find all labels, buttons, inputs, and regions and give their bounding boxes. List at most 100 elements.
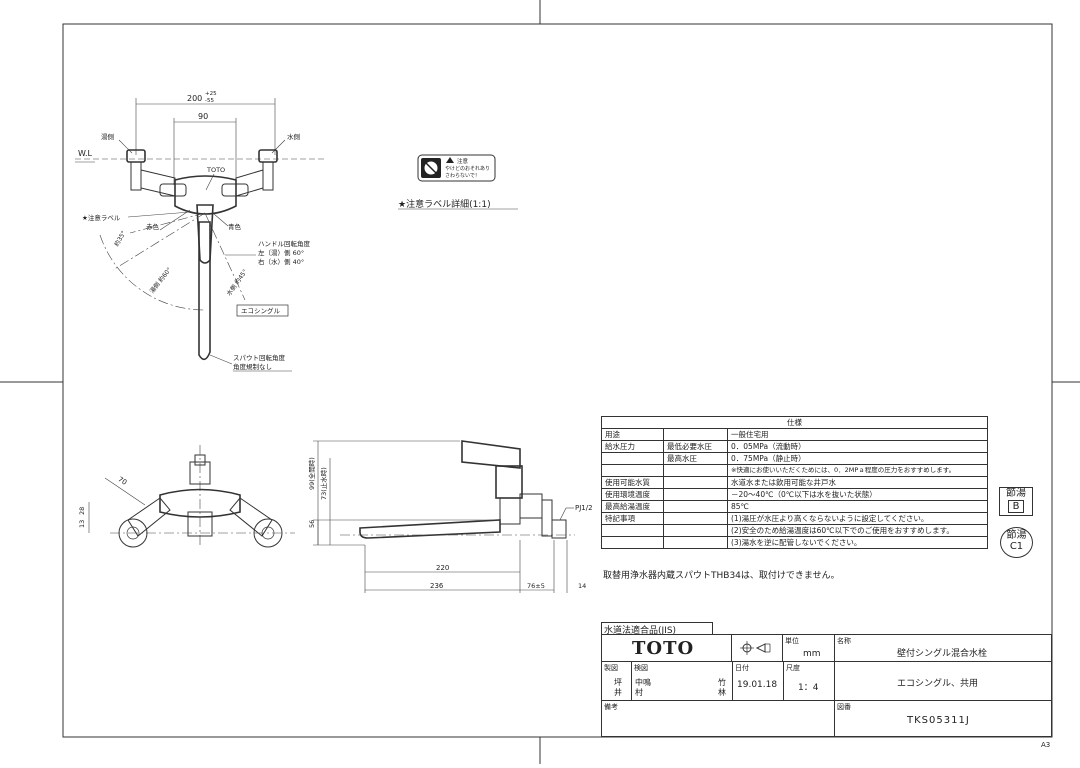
spec-cell-c2 [663,488,728,501]
spec-header: 仕様 [601,416,988,429]
angle-35: 約35° [112,229,127,247]
cold-elbow-shank [262,161,274,191]
spout-note: 取替用浄水器内蔵スパウトTHB34は、取付けできません。 [603,571,840,581]
cold-nut [221,183,249,197]
drawing-no-label: 図番 [837,703,851,711]
spec-cell-c3: (1)湯圧が水圧より高くならないように設定してください。 [727,512,988,525]
remarks-cell: 備考 [601,700,835,737]
checked-name-1: 中鳴 [635,678,651,687]
spout [198,221,211,361]
spec-cell-c3: 一般住宅用 [727,428,988,441]
spec-row: 最高給湯温度 85℃ [601,500,988,513]
spec-cell-c3: 0．05MPa（流動時） [727,440,988,453]
spec-row: 特記事項(1)湯圧が水圧より高くならないように設定してください。 [601,512,988,525]
wl-label: W.L [78,149,93,158]
unit-cell: 単位 mm [782,634,835,662]
side-spout [359,519,501,539]
dim-14: 14 [578,582,586,590]
cold-side-label: 水側 [287,132,301,141]
spec-cell-c2 [663,464,728,477]
spec-cell-c1 [601,452,664,465]
spout-rotation-2: 角度規制なし [233,362,272,371]
label-line2: やけどのおそれあり [445,165,490,172]
dim-200: 200 [187,94,202,103]
dim-200-tol-top: +25 [205,91,217,97]
label-line3: さわらないで！ [445,172,480,179]
dim-200-tol-bottom: -55 [205,98,214,104]
checked-cell: 検図 中鳴 村 竹 林 [631,661,733,701]
side-body [495,465,523,499]
spout-rotation-1: スパウト回転角度 [233,353,286,362]
side-wall-fitting [541,499,553,537]
spec-cell-c1 [601,536,664,549]
spec-cell-c3: ※快適にお使いいただくためには、0．2MPａ程度の圧力をおすすめします。 [727,464,988,477]
scale-cell: 尺度 1：4 [783,661,835,701]
toto-leader [205,173,215,191]
name-label: 名称 [837,637,851,645]
projection-symbol-icon [740,641,771,655]
brand-cell: TOTO [601,634,732,662]
hot-side-label: 湯側 [101,132,115,141]
spec-cell-c2 [663,524,728,537]
product-name: 壁付シングル混合水栓 [897,649,988,659]
hot-elbow-shank [130,161,142,191]
stamp-b-line1: 節湯 [1006,488,1026,499]
label-detail-title: ★注意ラベル詳細(1:1) [398,198,491,210]
spec-cell-c1: 最高給湯温度 [601,500,664,513]
scale-label: 尺度 [786,664,800,672]
spec-cell-c3: 85℃ [727,500,988,513]
spec-row: 使用可能水質水道水または飲用可能な井戸水 [601,476,988,489]
drawing-no-cell: 図番 TKS05311J [834,700,1052,737]
red-label: 赤色 [146,222,160,231]
dim-90: 90 [198,112,208,121]
spec-cell-c3: 0．75MPa（静止時） [727,452,988,465]
dim-13: 13 [78,520,86,528]
side-view: 99(全開時) 73(止水時) 56 220 236 76±5 14 PJ1/2 [307,440,593,593]
stamp-c1-line1: 節湯 [1006,530,1027,541]
checked-name-3: 竹 [718,678,726,687]
dim-56: 56 [308,520,316,528]
stamp-b-line2: B [1008,500,1024,513]
spec-cell-c3: (3)湯水を逆に配管しないでください。 [727,536,988,549]
spec-cell-c1 [601,464,664,477]
toto-logo: TOTO [632,638,695,659]
spec-cell-c3: (2)安全のため給湯温度は60℃以下でのご使用をおすすめします。 [727,524,988,537]
caution-angle-line [129,212,206,234]
checked-name-2: 村 [635,688,643,697]
checked-name-4: 林 [718,688,726,697]
warning-triangle-icon [446,157,454,163]
pj-label: PJ1/2 [575,504,593,512]
spec-row: (3)湯水を逆に配管しないでください。 [601,536,988,549]
dim-99: 99(全開時) [307,457,316,490]
toto-mark: TOTO [206,166,225,174]
front-hot-inner [126,526,140,540]
spec-cell-c2 [663,512,728,525]
remarks-label: 備考 [604,703,618,711]
spec-cell-c2 [663,476,728,489]
stamp-c1-line2: C1 [1009,541,1024,552]
dim-236: 236 [430,582,444,590]
cold-arm [235,169,264,197]
cold-angle-line [204,212,246,301]
hot-arm [140,169,176,197]
handle-angle-right: 右（水）側 40° [258,257,304,266]
red-leader [159,209,191,231]
spec-cell-c2 [663,536,728,549]
dim-73: 73(止水時) [319,467,328,500]
angle-cold: 水側 約45° [225,268,249,298]
plan-view: 200 +25 -55 90 W.L 湯側 水側 TOTO ★注意ラベル [75,91,325,372]
spec-header-row: 仕様 [601,416,988,429]
checked-label: 検図 [634,664,648,672]
spec-row: (2)安全のため給湯温度は60℃以下でのご使用をおすすめします。 [601,524,988,537]
hot-angle-line [112,212,206,271]
handle-angle-left: 左（湯）側 60° [258,248,304,257]
cold-elbow [258,149,278,163]
label-line1: 注意 [457,157,469,165]
blue-label: 青色 [228,222,242,231]
spec-cell-c3: －20～40℃（0℃以下は水を抜いた状態） [727,488,988,501]
date-label: 日付 [735,664,749,672]
spec-cell-c2 [663,500,728,513]
subname-cell: エコシングル、共用 [834,661,1052,701]
